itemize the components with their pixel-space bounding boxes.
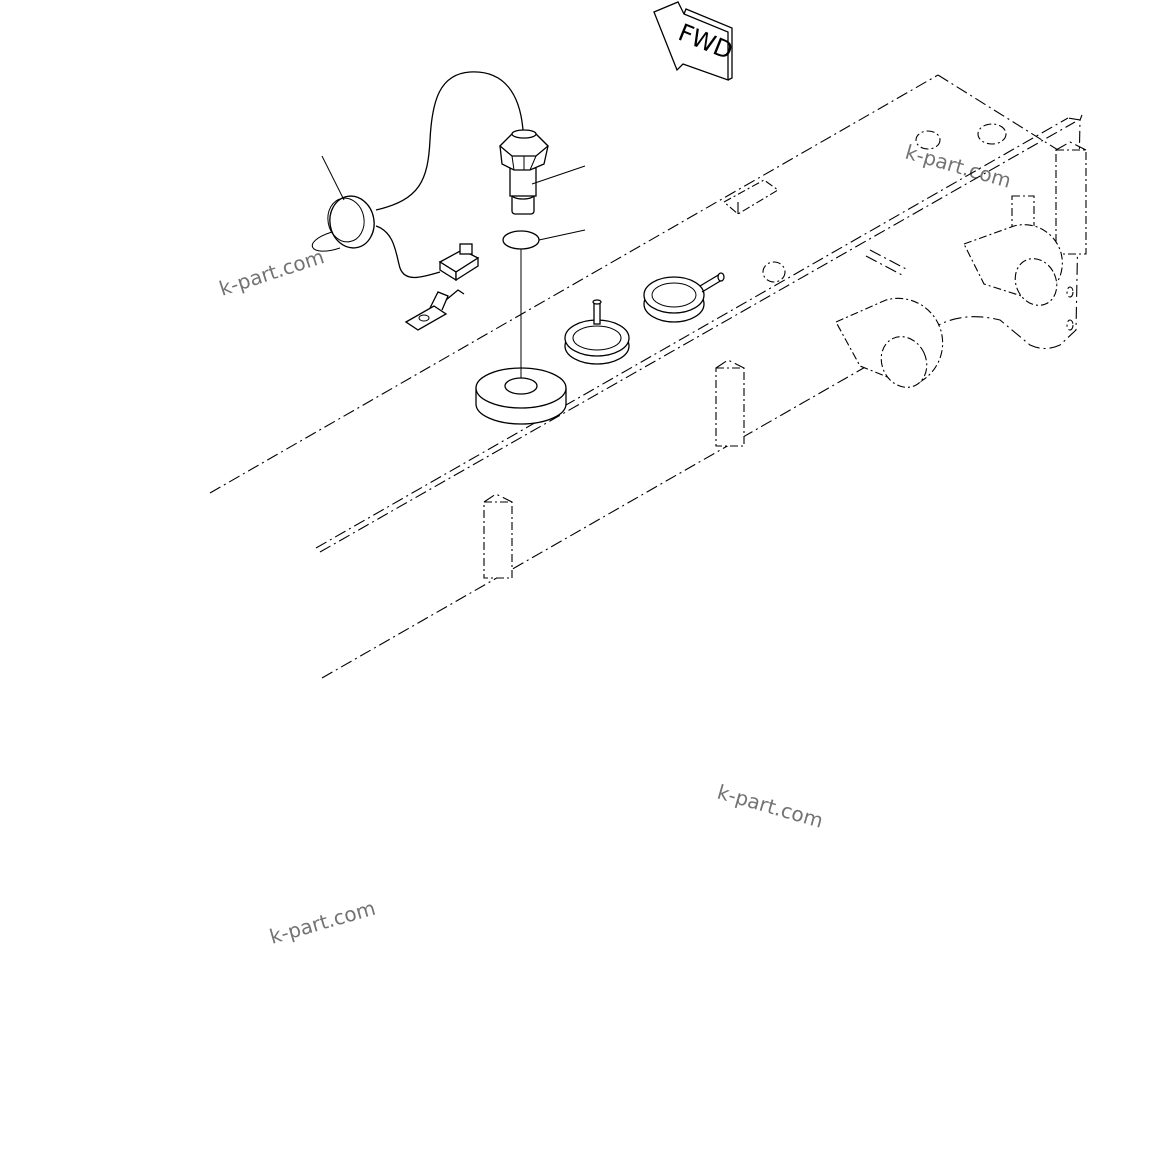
leader-line-clamp: [321, 155, 345, 201]
pipe-boss-large: [835, 297, 944, 388]
forward-direction-arrow: FWD: [653, 1, 737, 81]
wire-clamp: [311, 195, 375, 252]
sensor-switch: [499, 129, 549, 215]
frame-outline: [209, 74, 1083, 679]
leader-line-sensor: [531, 165, 586, 185]
o-ring: [502, 230, 540, 250]
watermark-text: k-part.com: [216, 244, 327, 300]
sensor-wire-to-connector: [375, 225, 441, 279]
terminal-bracket: [404, 289, 465, 331]
wire-connector: [438, 243, 480, 282]
pipe-boss-right: [963, 224, 1063, 306]
frame-holes: [762, 123, 1074, 331]
sensor-wire: [375, 71, 524, 211]
watermark-text: k-part.com: [715, 780, 826, 833]
mounting-boss: [475, 367, 567, 425]
watermark-text: k-part.com: [903, 140, 1014, 193]
grommet-cup-2: [643, 272, 725, 323]
frame-post-middle: [715, 359, 745, 447]
grommet-cup-1: [564, 299, 630, 365]
frame-post-left: [483, 493, 513, 579]
leader-line-o-ring: [538, 229, 586, 241]
watermark-text: k-part.com: [267, 896, 378, 949]
frame-bracket: [723, 179, 780, 215]
